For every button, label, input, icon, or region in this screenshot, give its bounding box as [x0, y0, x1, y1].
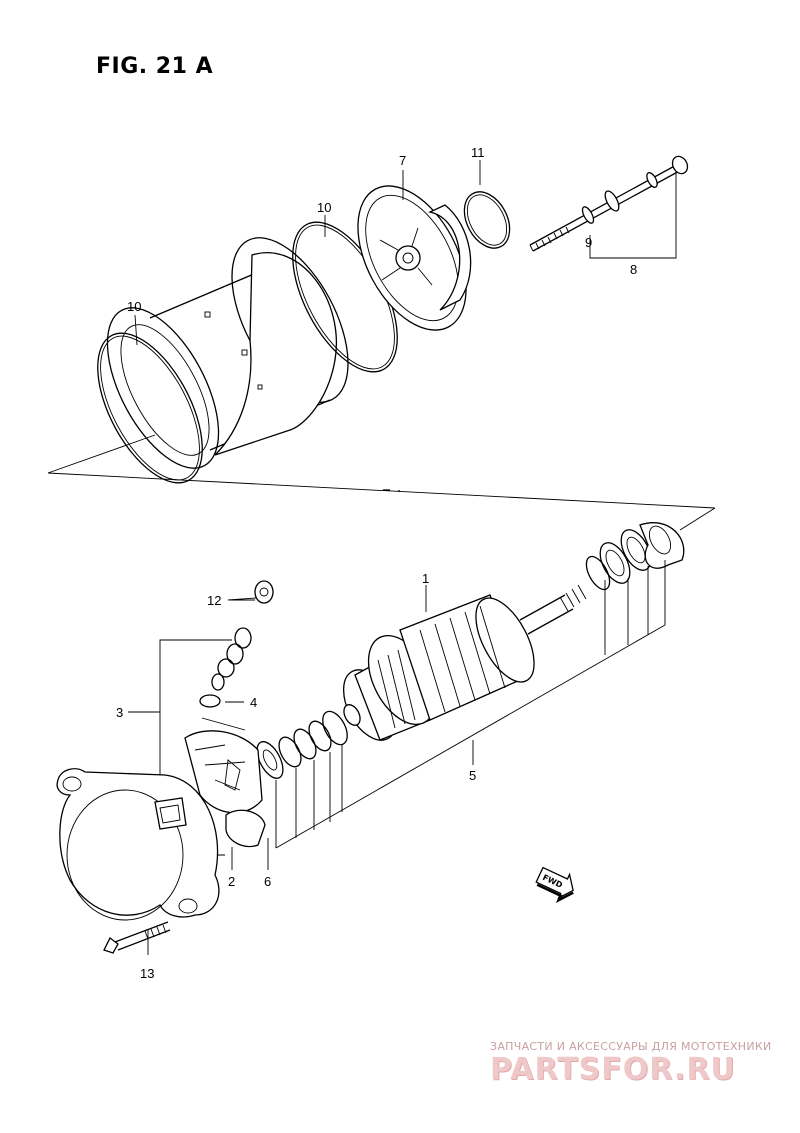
end-cover: [357, 185, 472, 331]
watermark-brand: PARTSFOR.RU: [490, 1052, 736, 1087]
washer-set-right: [585, 522, 685, 655]
callout-9: 9: [585, 235, 592, 250]
callout-2: 2: [228, 874, 235, 889]
callout-1: 1: [422, 571, 429, 586]
armature: [342, 584, 587, 741]
callout-8: 8: [630, 262, 637, 277]
watermark-tagline: ЗАПЧАСТИ И АКСЕССУАРЫ ДЛЯ МОТОТЕХНИКИ: [490, 1040, 772, 1053]
figure-title: FIG. 21 A: [96, 54, 214, 79]
yoke-housing: [106, 237, 349, 469]
fwd-arrow-icon: FWD: [535, 866, 574, 904]
group-divider: [47, 434, 716, 531]
callout-6: 6: [264, 874, 271, 889]
o-ring-small: [463, 191, 511, 249]
callout-bracket-5: [275, 624, 666, 849]
callout-10-right: 10: [317, 200, 331, 215]
washer-set-left: [256, 710, 348, 848]
callout-5: 5: [469, 768, 476, 783]
flange-bolt: [103, 921, 171, 954]
front-housing: [56, 768, 220, 921]
callout-3: 3: [116, 705, 123, 720]
through-bolt: [529, 155, 689, 252]
callout-bracket-8: [589, 172, 677, 259]
callout-4: 4: [250, 695, 257, 710]
brush-holder-group: [184, 580, 274, 848]
callout-10-left: 10: [127, 299, 141, 314]
callout-11: 11: [471, 145, 485, 160]
callout-13: 13: [140, 966, 154, 981]
callout-12: 12: [207, 593, 221, 608]
callout-7: 7: [399, 153, 406, 168]
